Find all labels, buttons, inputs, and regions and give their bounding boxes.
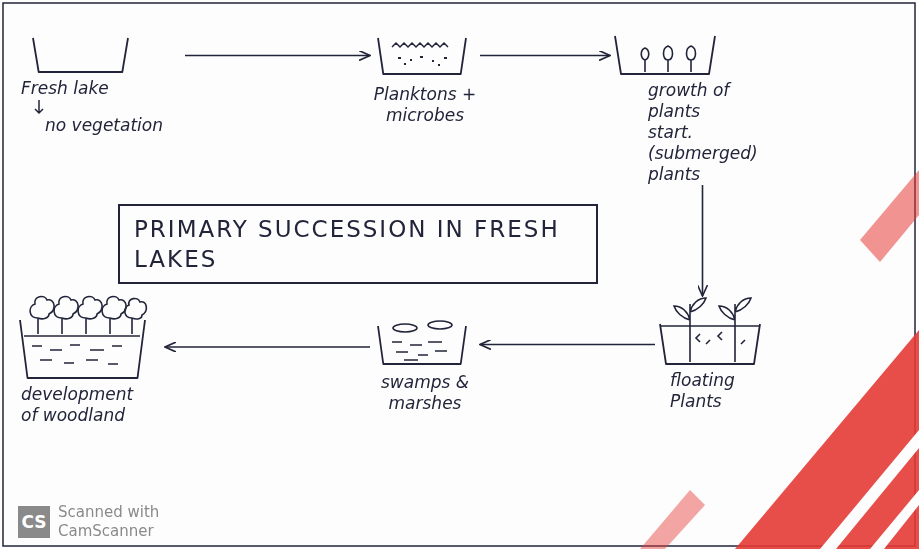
scanner-logo: CS [18, 506, 50, 538]
lake-basin [660, 324, 760, 364]
basin-outline [33, 38, 128, 72]
lake-stage: Planktons + microbes [370, 38, 480, 126]
stage-caption: floating Plants [670, 370, 770, 412]
woodland-trees [54, 297, 78, 334]
stage-caption: development of woodland [21, 384, 141, 426]
woodland-trees [24, 335, 140, 337]
stage-caption: Planktons + microbes [370, 84, 480, 126]
watermark-shape [860, 170, 919, 262]
lake-basin [615, 36, 715, 74]
floating-plants [661, 325, 759, 327]
woodland-trees [102, 297, 126, 334]
lake-stage: floating Plants [655, 296, 775, 412]
plankton-marks [398, 57, 447, 65]
lake-basin [33, 38, 128, 72]
watermark-gap [820, 430, 919, 549]
submerged-plants [664, 46, 673, 72]
watermark-gap [870, 490, 919, 549]
woodland-trees [32, 345, 122, 364]
lake-stage: Fresh lake no vegetation [15, 38, 185, 136]
woodland-trees [24, 297, 146, 364]
lake-stage: swamps & marshes [370, 326, 480, 414]
submerged-plants [641, 48, 649, 72]
watermark-shape [640, 170, 919, 549]
woodland-trees [30, 297, 54, 334]
stage-caption: swamps & marshes [370, 372, 480, 414]
title-frame: PRIMARY SUCCESSION IN FRESH LAKES [118, 204, 598, 284]
stage-caption: Fresh lake [21, 78, 181, 99]
lake-basin [20, 320, 145, 378]
basin-outline [615, 36, 715, 74]
flow-arrow [480, 55, 610, 57]
scanner-watermark: Scanned with CamScanner [58, 503, 168, 541]
stage-caption: no vegetation [45, 115, 185, 136]
diagram-title: PRIMARY SUCCESSION IN FRESH LAKES [134, 214, 582, 274]
lake-stage: growth of plants start. (submerged) plan… [610, 36, 750, 185]
flow-arrow [480, 344, 655, 346]
floating-plants [661, 298, 759, 362]
basin-outline [378, 38, 466, 74]
stage-caption: growth of plants start. (submerged) plan… [648, 80, 750, 185]
watermark-shape [735, 330, 919, 549]
flow-arrow [165, 346, 370, 348]
floating-plants [719, 298, 751, 362]
submerged-plants [641, 46, 695, 72]
swamp-marks [392, 342, 447, 360]
swamp-marks [428, 321, 452, 329]
plankton-marks [392, 43, 448, 47]
floating-plants [674, 298, 706, 362]
page-frame [3, 3, 915, 546]
swamp-marks [393, 324, 417, 332]
lake-basin [378, 326, 466, 364]
swamp-marks [392, 321, 452, 360]
basin-outline [20, 320, 145, 378]
small-arrow-line [35, 100, 43, 113]
watermark-gap [820, 430, 919, 549]
basin-outline [378, 326, 466, 364]
plankton-marks [392, 43, 448, 65]
basin-outline [660, 324, 760, 364]
flow-arrow [185, 55, 370, 57]
lake-stage: development of woodland [15, 290, 165, 426]
watermark-shape [640, 490, 705, 549]
floating-plants [696, 332, 745, 344]
woodland-trees [78, 297, 102, 334]
submerged-plants [687, 46, 696, 72]
small-arrow [29, 99, 49, 115]
lake-basin [378, 38, 466, 74]
flow-arrow [702, 185, 704, 296]
